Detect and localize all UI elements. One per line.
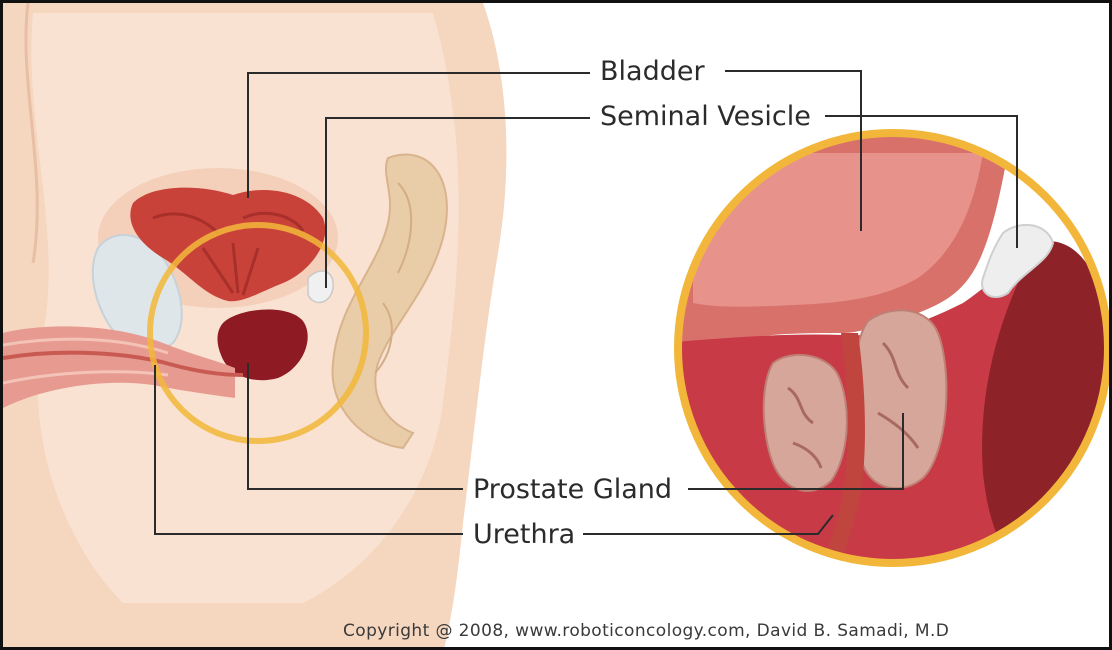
anatomy-illustration xyxy=(3,3,1112,650)
seminal-vesicle-side xyxy=(308,271,333,303)
magnified-view xyxy=(663,123,1109,603)
label-bladder: Bladder xyxy=(600,58,705,85)
label-seminal-vesicle: Seminal Vesicle xyxy=(600,103,811,130)
prostate-lobe-right xyxy=(853,310,946,488)
pelvis-side-view xyxy=(3,3,506,650)
label-prostate-gland: Prostate Gland xyxy=(473,476,672,503)
copyright-notice: Copyright @ 2008, www.roboticoncology.co… xyxy=(343,621,949,641)
label-urethra: Urethra xyxy=(473,521,575,548)
prostate-lobe-left xyxy=(764,355,847,491)
